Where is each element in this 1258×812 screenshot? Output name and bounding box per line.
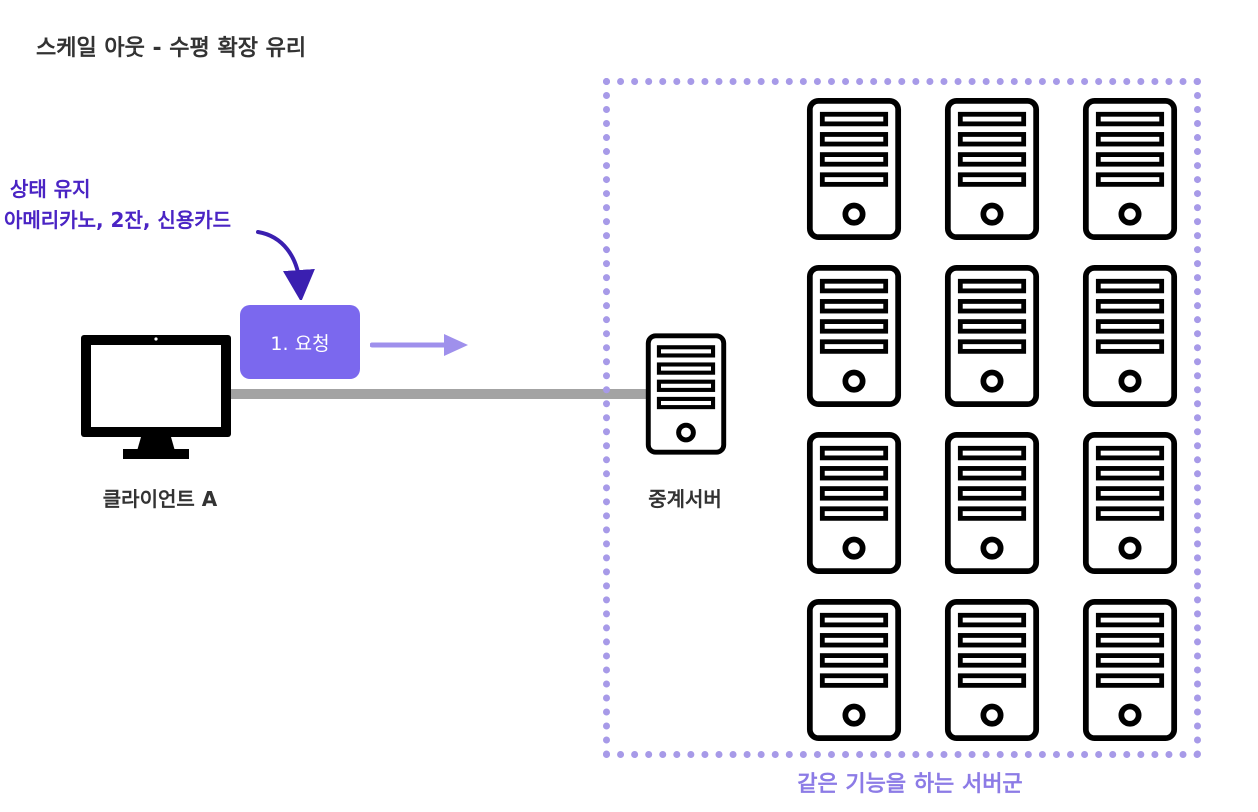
server-icon	[806, 598, 902, 742]
server-icon	[1082, 97, 1178, 241]
server-icon	[645, 333, 727, 455]
server-group-box	[603, 78, 1201, 758]
request-badge: 1. 요청	[240, 305, 360, 379]
connection-line	[218, 389, 648, 399]
page-title: 스케일 아웃 - 수평 확장 유리	[36, 36, 307, 61]
server-icon	[1082, 264, 1178, 408]
server-icon	[944, 431, 1040, 575]
server-icon	[806, 431, 902, 575]
right-arrow-icon	[370, 334, 468, 356]
server-icon	[944, 264, 1040, 408]
server-icon	[944, 598, 1040, 742]
server-icon	[944, 97, 1040, 241]
relay-server-label: 중계서버	[648, 487, 722, 511]
server-icon	[806, 264, 902, 408]
server-group-label: 같은 기능을 하는 서버군	[797, 772, 1023, 797]
state-note-line2: 아메리카노, 2잔, 신용카드	[4, 208, 232, 232]
server-icon	[1082, 598, 1178, 742]
client-label: 클라이언트 A	[102, 487, 218, 511]
monitor-icon	[81, 335, 231, 459]
server-icon	[1082, 431, 1178, 575]
state-note: 상태 유지 아메리카노, 2잔, 신용카드	[4, 174, 262, 236]
curved-arrow-icon	[256, 230, 315, 300]
state-note-line1: 상태 유지	[10, 177, 91, 201]
server-icon	[806, 97, 902, 241]
